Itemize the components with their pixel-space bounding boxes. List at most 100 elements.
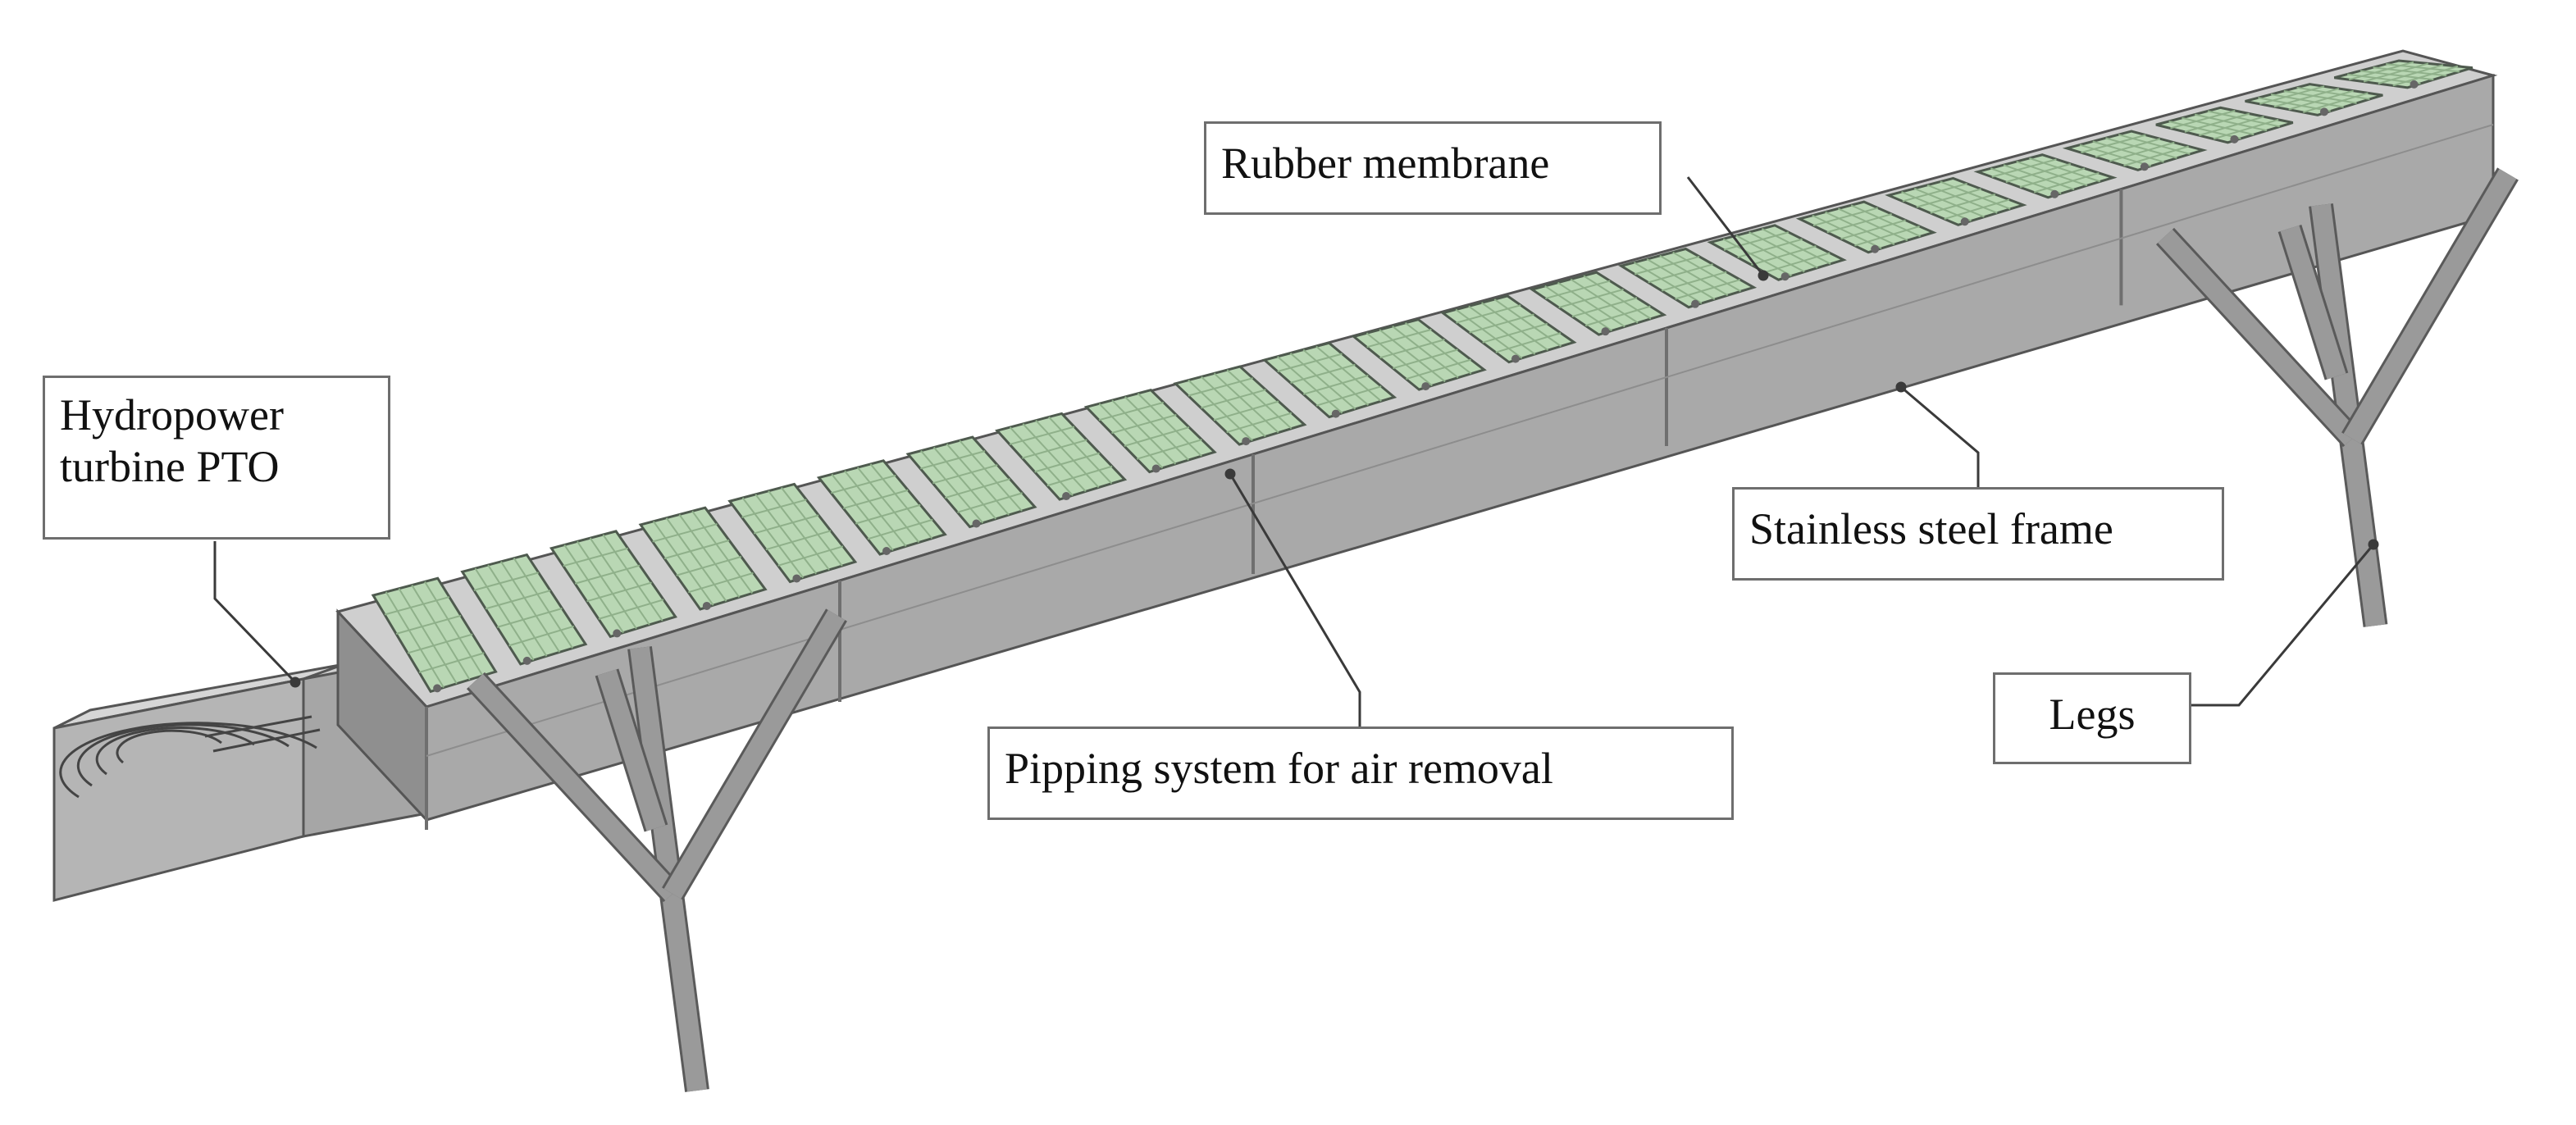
- piping-outlet-dot: [1511, 354, 1520, 363]
- membrane-module: [1083, 389, 1217, 474]
- label-legs: Legs: [1993, 672, 2191, 764]
- membrane-module: [2155, 106, 2294, 144]
- membrane-grid-line: [777, 545, 844, 567]
- membrane-cell: [1795, 200, 1937, 254]
- leg-strut: [2311, 203, 2386, 627]
- membrane-grid-line: [1393, 348, 1458, 370]
- membrane-module: [2062, 130, 2208, 171]
- piping-outlet-dot: [1780, 272, 1790, 281]
- membrane-grid-line: [2081, 134, 2146, 154]
- membrane-cell: [995, 412, 1128, 501]
- membrane-grid-line: [842, 489, 909, 509]
- leg-strut: [597, 669, 666, 831]
- membrane-grid-line: [945, 478, 1010, 499]
- label-stainless-steel-frame: Stainless steel frame: [1732, 487, 2224, 581]
- membrane-grid-line: [1990, 167, 2062, 194]
- membrane-grid-line: [1825, 211, 1895, 245]
- membrane-grid-line: [2259, 85, 2325, 105]
- membrane-grid-line: [1495, 332, 1562, 353]
- membrane-grid-line: [652, 523, 718, 543]
- membrane-grid-line: [1480, 302, 1549, 351]
- piping-outlet-dot: [1331, 409, 1340, 418]
- membrane-grid-line: [1648, 263, 1713, 284]
- membrane-grid-line: [1634, 255, 1700, 276]
- membrane-grid-line: [474, 567, 535, 661]
- leader-steel-dot: [1895, 381, 1907, 393]
- leg-assembly: [2155, 167, 2519, 627]
- membrane-cell: [1885, 176, 2027, 226]
- membrane-module: [638, 506, 768, 611]
- piping-outlet-dot: [1871, 244, 1880, 253]
- membrane-grid-line: [563, 544, 624, 634]
- membrane-grid-line: [1188, 377, 1253, 397]
- membrane-grid-line: [1840, 219, 1906, 240]
- piping-outlet-dot: [972, 519, 981, 528]
- membrane-grid-line: [1136, 439, 1202, 460]
- membrane-grid-line: [665, 517, 727, 602]
- membrane-module: [2333, 59, 2473, 89]
- membrane-grid-line: [1940, 180, 2011, 210]
- membrane-grid-line: [2092, 140, 2164, 163]
- membrane-grid-line: [932, 446, 996, 520]
- membrane-grid-line: [1850, 204, 1922, 238]
- membrane-grid-line: [384, 596, 450, 616]
- membrane-grid-line: [586, 581, 652, 603]
- leader-lines: [213, 176, 2379, 726]
- membrane-grid-line: [1558, 288, 1624, 309]
- membrane-module: [905, 435, 1037, 529]
- membrane-grid-line: [1124, 426, 1190, 447]
- membrane-module: [549, 530, 677, 639]
- piping-outlet-dot: [2230, 134, 2239, 143]
- label-hydropower-turbine-pto: Hydropower turbine PTO: [43, 376, 390, 540]
- legs-front-group: [466, 167, 2519, 1092]
- leader-rubber: [1686, 176, 1765, 276]
- membrane-grid-line: [1302, 374, 1369, 395]
- piping-outlet-dot: [1242, 437, 1251, 446]
- leader-legs-dot: [2368, 539, 2379, 550]
- membrane-grid-line: [653, 521, 714, 606]
- membrane-grid-line: [2194, 113, 2268, 132]
- leader-hydropower: [213, 541, 297, 684]
- membrane-grid-line: [2283, 89, 2357, 104]
- membrane-grid-line: [2168, 120, 2241, 139]
- membrane-grid-line: [676, 555, 742, 576]
- membrane-grid-line: [1277, 353, 1343, 372]
- membrane-module: [1617, 247, 1758, 309]
- membrane-grid-line: [867, 518, 933, 540]
- membrane-grid-line: [2378, 64, 2444, 84]
- membrane-grid-line: [2123, 145, 2190, 166]
- membrane-grid-line: [485, 590, 551, 610]
- membrane-grid-line: [1455, 308, 1523, 359]
- piping-outlet-dot: [2140, 162, 2149, 171]
- membrane-grid-line: [2033, 172, 2100, 194]
- membrane-grid-line: [1675, 279, 1741, 300]
- membrane-grid-line: [1226, 412, 1293, 434]
- membrane-grid-line: [1812, 214, 1882, 249]
- membrane-grid-line: [2079, 143, 2152, 167]
- membrane-module: [2245, 83, 2383, 116]
- membrane-grid-line: [577, 540, 637, 630]
- membrane-grid-line: [1557, 281, 1625, 328]
- membrane-grid-line: [1761, 228, 1831, 265]
- leg-strut: [2158, 229, 2359, 446]
- membrane-module: [816, 459, 947, 556]
- membrane-grid-line: [831, 473, 894, 551]
- membrane-grid-line: [2182, 116, 2255, 136]
- membrane-grid-line: [1201, 389, 1266, 409]
- membrane-grid-line: [687, 572, 754, 594]
- membrane-grid-line: [932, 464, 998, 485]
- leg-strut: [468, 673, 680, 901]
- membrane-grid-line: [574, 564, 641, 585]
- membrane-grid-line: [1201, 376, 1266, 438]
- membrane-grid-line: [1646, 258, 1716, 300]
- piping-outlet-dot: [1691, 299, 1700, 308]
- membrane-grid-line: [2170, 110, 2236, 130]
- membrane-grid-line: [1111, 399, 1177, 465]
- membrane-cell: [2155, 106, 2294, 144]
- membrane-module: [727, 482, 858, 584]
- membrane-grid-line: [1659, 254, 1729, 297]
- membrane-grid-line: [1022, 439, 1087, 459]
- membrane-grid-line: [411, 585, 471, 681]
- membrane-grid-line: [765, 530, 832, 551]
- membrane-module: [1439, 294, 1577, 364]
